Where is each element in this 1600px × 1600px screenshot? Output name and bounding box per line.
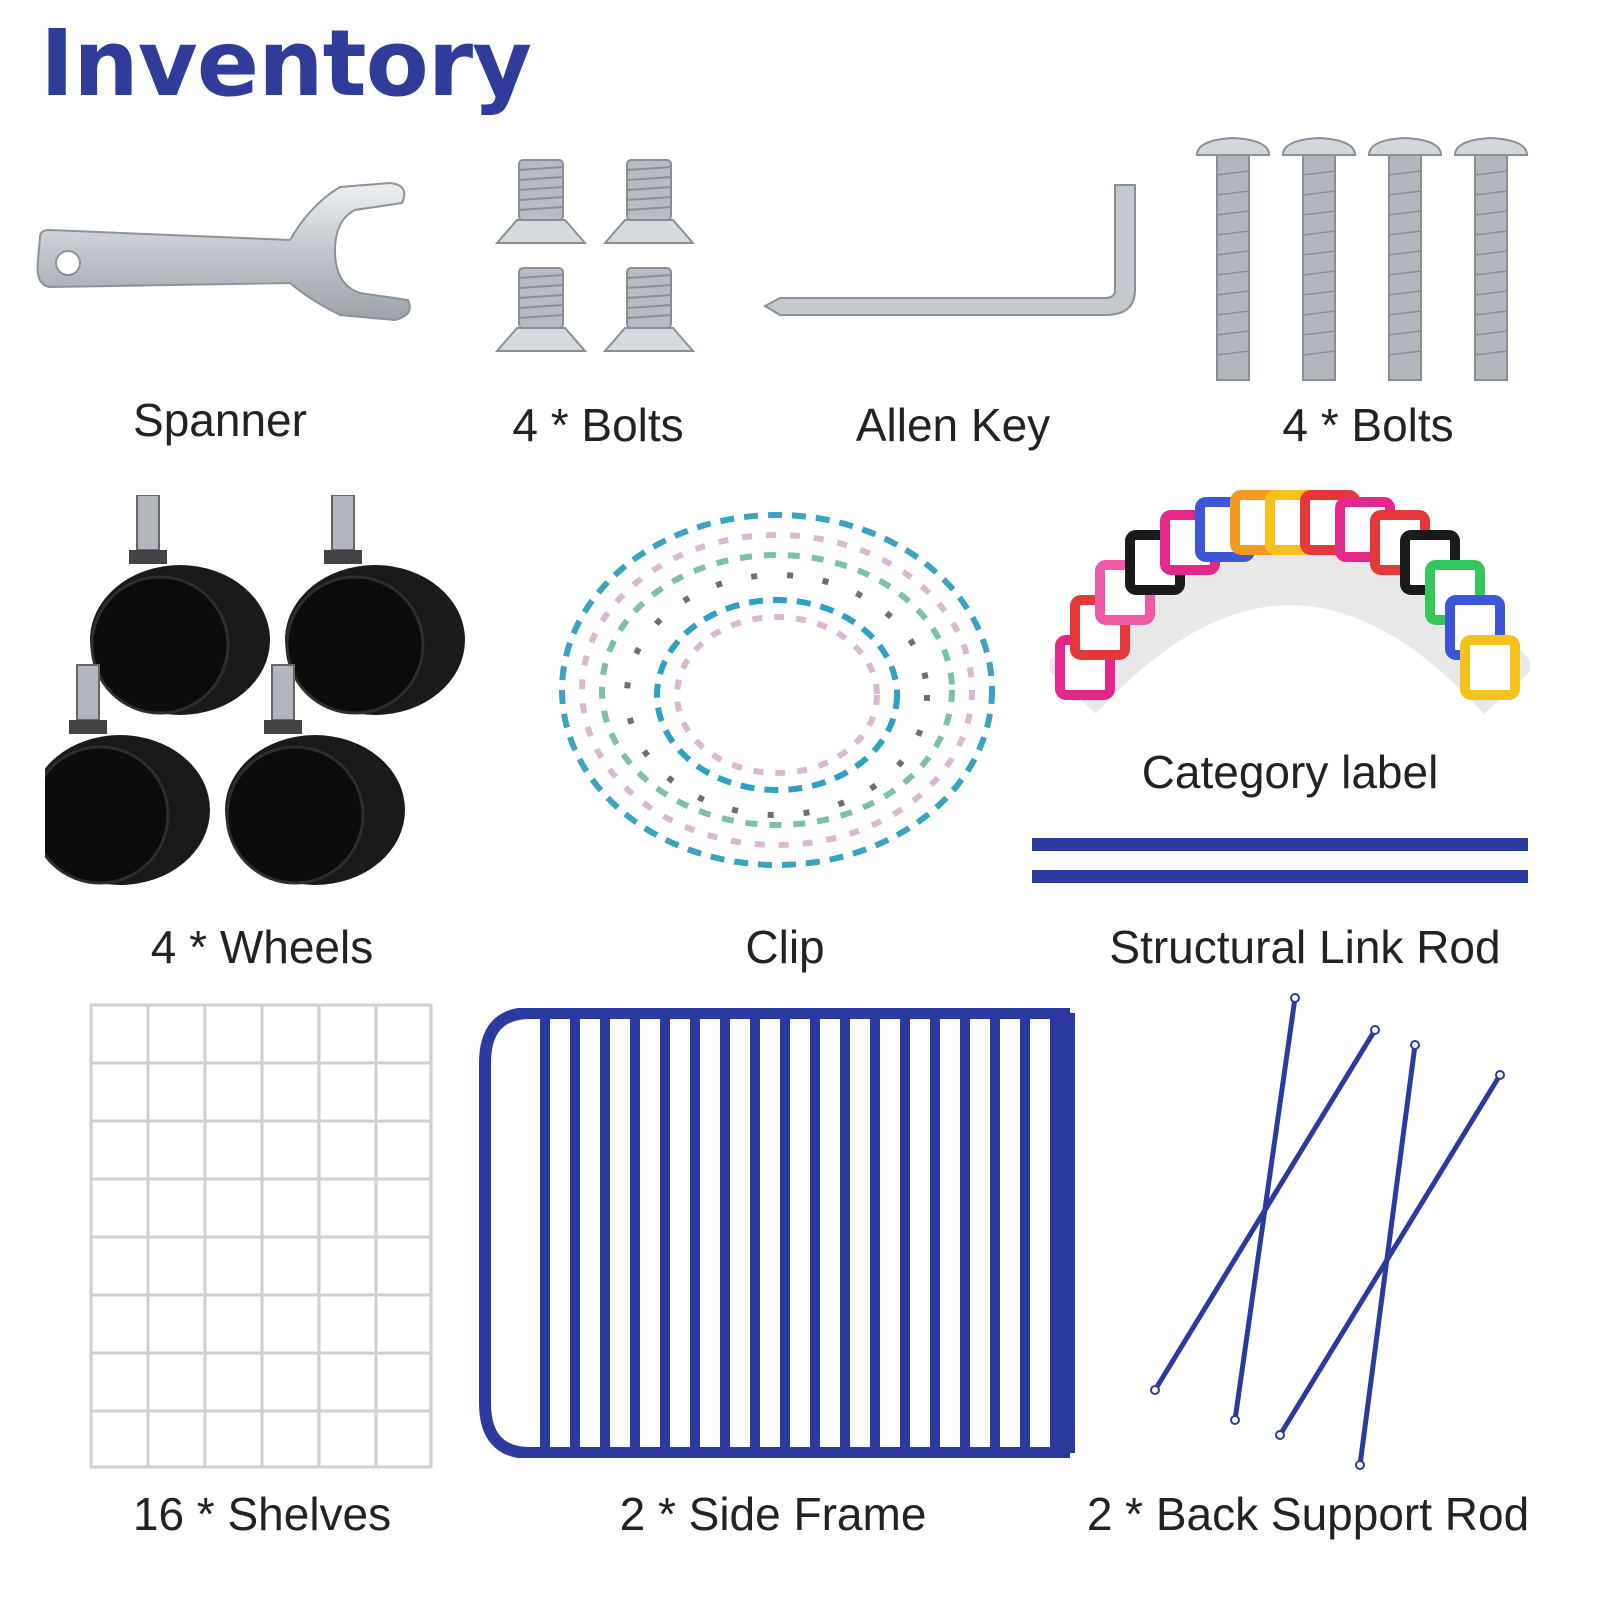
side-frame-icon bbox=[475, 1008, 1080, 1458]
structural-link-rod-label: Structural Link Rod bbox=[1109, 921, 1501, 973]
countersunk-bolts-label: 4 * Bolts bbox=[512, 399, 684, 451]
link-rods-icon bbox=[1030, 835, 1530, 890]
side-frame-label: 2 * Side Frame bbox=[619, 1488, 927, 1540]
shelves-label: 16 * Shelves bbox=[132, 1488, 392, 1540]
spanner-icon bbox=[30, 175, 420, 345]
allen-key-icon bbox=[760, 180, 1140, 340]
long-bolts-label: 4 * Bolts bbox=[1282, 399, 1454, 451]
long-bolts-icon bbox=[1195, 135, 1535, 385]
spanner-label: Spanner bbox=[133, 394, 307, 446]
caster-wheels-icon bbox=[45, 495, 485, 895]
wire-clips-icon bbox=[535, 490, 1020, 890]
cross-rods-icon bbox=[1140, 990, 1520, 1480]
category-label-label: Category label bbox=[1141, 746, 1439, 798]
back-support-rod-label: 2 * Back Support Rod bbox=[1086, 1488, 1530, 1540]
countersunk-bolts-icon bbox=[495, 155, 705, 365]
clip-label: Clip bbox=[745, 921, 825, 973]
wheels-label: 4 * Wheels bbox=[150, 921, 374, 973]
allen-key-label: Allen Key bbox=[855, 399, 1051, 451]
key-tags-icon bbox=[1050, 490, 1530, 730]
wire-grid-shelf-icon bbox=[88, 1002, 438, 1472]
page-title: Inventory bbox=[40, 10, 532, 117]
